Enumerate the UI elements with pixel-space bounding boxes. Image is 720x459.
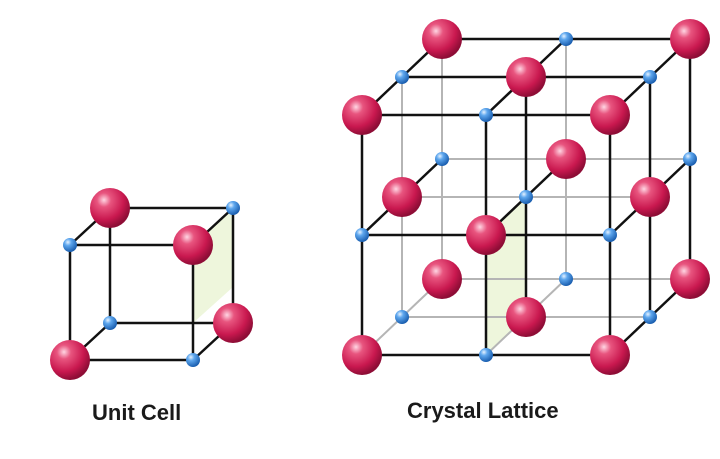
large-atom <box>342 95 382 135</box>
lattice-atoms <box>342 19 710 375</box>
large-atom <box>90 188 130 228</box>
large-atom <box>422 19 462 59</box>
large-atom <box>382 177 422 217</box>
large-atom <box>213 303 253 343</box>
large-atom <box>173 225 213 265</box>
small-atom <box>683 152 697 166</box>
small-atom <box>643 70 657 84</box>
large-atom <box>546 139 586 179</box>
unit-cell-caption: Unit Cell <box>92 400 182 425</box>
crystal-lattice-caption: Crystal Lattice <box>407 398 559 423</box>
crystal-lattice <box>342 19 710 375</box>
small-atom <box>479 348 493 362</box>
large-atom <box>590 335 630 375</box>
large-atom <box>466 215 506 255</box>
unit-cell-atoms <box>50 188 253 380</box>
small-atom <box>63 238 77 252</box>
small-atom <box>559 32 573 46</box>
small-atom <box>395 310 409 324</box>
small-atom <box>479 108 493 122</box>
small-atom <box>355 228 369 242</box>
large-atom <box>422 259 462 299</box>
large-atom <box>670 259 710 299</box>
small-atom <box>186 353 200 367</box>
large-atom <box>50 340 90 380</box>
large-atom <box>670 19 710 59</box>
small-atom <box>643 310 657 324</box>
small-atom <box>559 272 573 286</box>
large-atom <box>342 335 382 375</box>
small-atom <box>435 152 449 166</box>
large-atom <box>506 57 546 97</box>
large-atom <box>630 177 670 217</box>
small-atom <box>395 70 409 84</box>
small-atom <box>519 190 533 204</box>
large-atom <box>590 95 630 135</box>
small-atom <box>103 316 117 330</box>
unit-cell <box>50 188 253 380</box>
large-atom <box>506 297 546 337</box>
small-atom <box>603 228 617 242</box>
small-atom <box>226 201 240 215</box>
